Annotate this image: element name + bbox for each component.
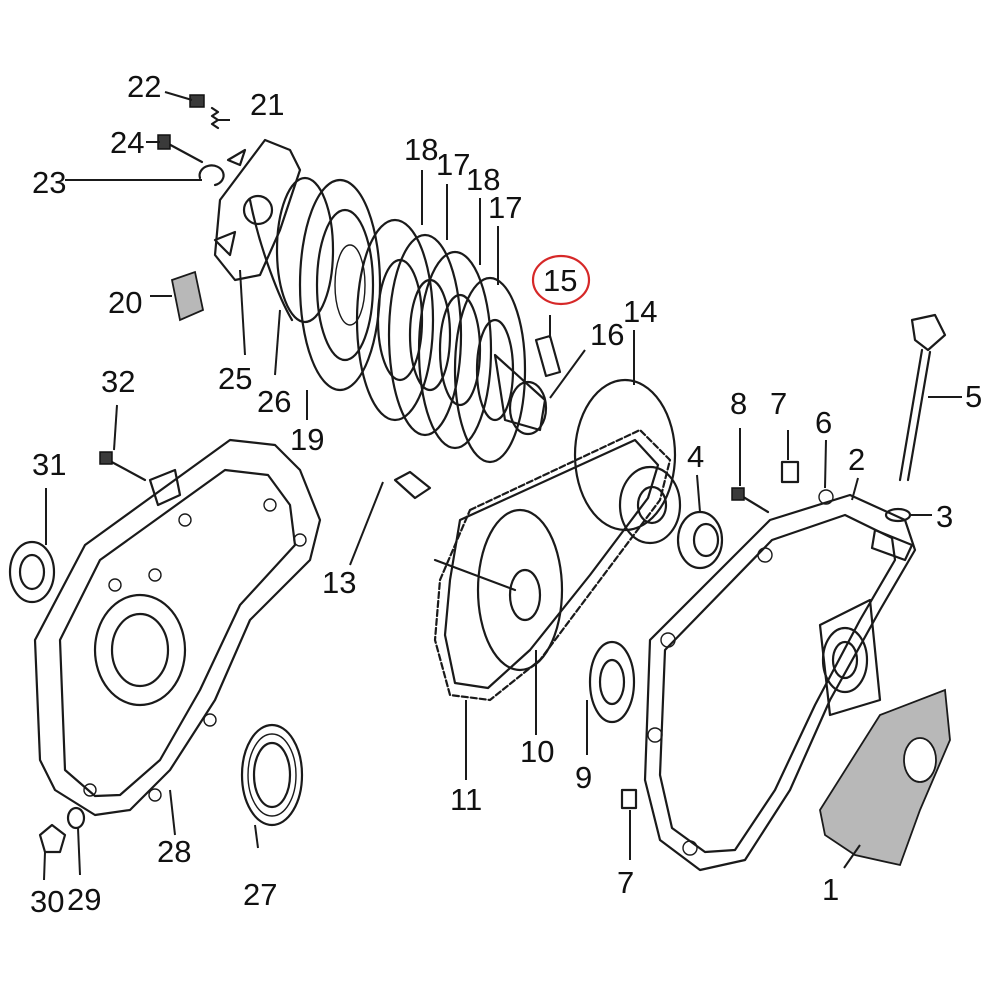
clutch-disc-part-19 xyxy=(298,178,382,392)
callout-18b: 18 xyxy=(466,162,500,197)
callout-labels: 1 2 3 4 5 6 7 7 8 9 10 11 13 14 15 16 17… xyxy=(30,69,982,919)
callout-14: 14 xyxy=(623,294,657,329)
bearing-part-9 xyxy=(588,640,636,724)
callout-30: 30 xyxy=(30,884,64,919)
callout-26: 26 xyxy=(257,384,291,419)
callout-19: 19 xyxy=(290,422,324,457)
callout-31: 31 xyxy=(32,447,66,482)
shaft-part-16 xyxy=(493,353,548,436)
washer-part-29 xyxy=(66,806,86,830)
callout-5: 5 xyxy=(965,379,982,414)
callout-23: 23 xyxy=(32,165,66,200)
callout-13: 13 xyxy=(322,565,356,600)
callout-29: 29 xyxy=(67,882,101,917)
chain-part-11 xyxy=(433,428,672,702)
oil-seal-part-31 xyxy=(8,540,56,604)
o-ring-part-3 xyxy=(884,507,912,523)
callout-4: 4 xyxy=(687,439,704,474)
callout-18a: 18 xyxy=(404,132,438,167)
callout-21: 21 xyxy=(250,87,284,122)
highlight-circle xyxy=(531,254,591,306)
dipstick-part-5 xyxy=(898,313,947,482)
bolt-part-24 xyxy=(157,134,204,164)
callout-17a: 17 xyxy=(436,147,470,182)
callout-8: 8 xyxy=(730,386,747,421)
dowel-part-7a xyxy=(780,460,800,484)
bearing-part-27 xyxy=(240,723,304,827)
callout-15: 15 xyxy=(543,263,577,298)
bolt-part-32 xyxy=(99,451,147,482)
left-housing-part-28 xyxy=(33,438,322,817)
callout-17b: 17 xyxy=(488,190,522,225)
clutch-plate-part-18b xyxy=(417,250,493,450)
pin-part-15 xyxy=(534,334,562,378)
sprocket-part-14 xyxy=(573,378,682,545)
callout-28: 28 xyxy=(157,834,191,869)
dowel-part-7b xyxy=(620,788,638,810)
callout-22: 22 xyxy=(127,69,161,104)
callout-7b: 7 xyxy=(617,865,634,900)
callout-16: 16 xyxy=(590,317,624,352)
callout-10: 10 xyxy=(520,734,554,769)
callout-7a: 7 xyxy=(770,386,787,421)
callout-6: 6 xyxy=(815,405,832,440)
drain-bolt-part-30 xyxy=(38,823,67,854)
right-cover-part-2 xyxy=(643,489,917,872)
callout-27: 27 xyxy=(243,877,277,912)
spring-part-21 xyxy=(210,106,220,130)
callout-32: 32 xyxy=(101,364,135,399)
nut-part-22 xyxy=(189,94,205,108)
callout-11: 11 xyxy=(450,782,482,817)
sprocket-part-10 xyxy=(433,508,564,672)
gasket-part-1 xyxy=(819,688,951,867)
callout-3: 3 xyxy=(936,499,953,534)
clutch-plate-part-25 xyxy=(213,138,302,282)
callout-2: 2 xyxy=(848,442,865,477)
callout-20: 20 xyxy=(108,285,142,320)
seal-part-4 xyxy=(676,510,724,570)
callout-1: 1 xyxy=(822,872,839,907)
ring-part-26 xyxy=(248,176,335,324)
callout-24: 24 xyxy=(110,125,144,160)
shoe-part-20 xyxy=(170,270,205,322)
callout-25: 25 xyxy=(218,361,252,396)
circlip-part-23 xyxy=(198,164,225,187)
callout-9: 9 xyxy=(575,760,592,795)
leader-lines xyxy=(43,91,962,881)
pin-part-13 xyxy=(393,470,432,500)
bolt-part-8 xyxy=(731,487,770,514)
